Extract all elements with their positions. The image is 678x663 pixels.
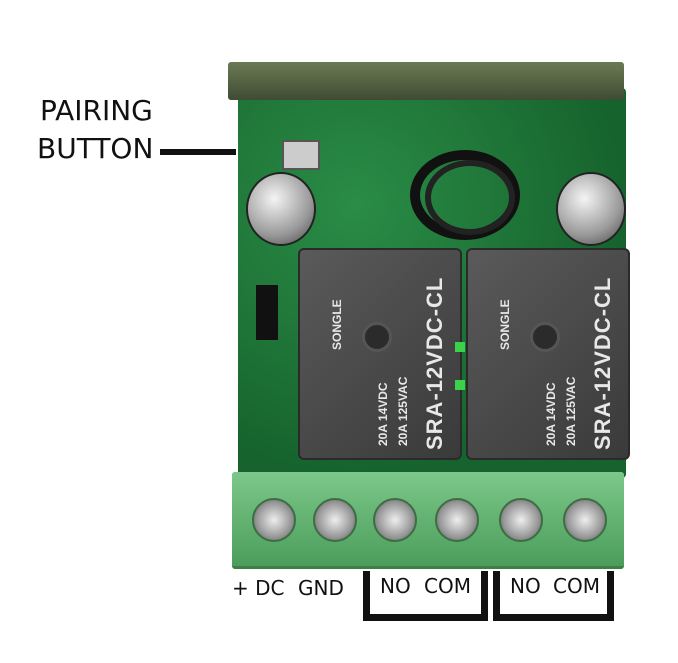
antenna-coil-inner xyxy=(425,160,515,235)
terminal-screw xyxy=(252,498,296,542)
label-no-1: NO xyxy=(380,574,411,598)
terminal-screw xyxy=(373,498,417,542)
terminal-screw xyxy=(435,498,479,542)
relay-1: SRA-12VDC-CL 20A 14VDC 20A 125VAC SONGLE xyxy=(300,250,460,458)
callout-line xyxy=(160,149,236,155)
terminal-screw xyxy=(499,498,543,542)
relay-screw-hole xyxy=(362,322,392,352)
relay-rating: 20A 14VDC xyxy=(376,382,390,446)
label-com-1: COM xyxy=(424,574,471,598)
relay-2: SRA-12VDC-CL 20A 14VDC 20A 125VAC SONGLE xyxy=(468,250,628,458)
label-com-2: COM xyxy=(553,574,600,598)
relay-brand: SONGLE xyxy=(330,299,344,350)
capacitor-left xyxy=(246,172,316,246)
connector-black xyxy=(256,285,278,340)
label-gnd: GND xyxy=(298,576,344,600)
led-indicator xyxy=(455,342,465,352)
receiver-module xyxy=(228,62,624,100)
terminal-screw xyxy=(563,498,607,542)
led-indicator xyxy=(455,380,465,390)
terminal-screw xyxy=(313,498,357,542)
antenna-coil xyxy=(410,150,520,240)
relay-rating: 20A 14VDC xyxy=(544,382,558,446)
terminal-block xyxy=(232,472,624,569)
relay-rating: 20A 125VAC xyxy=(396,376,410,446)
callout-label-line2: BUTTON xyxy=(37,132,154,165)
label-plus-dc: + DC xyxy=(232,576,285,600)
pairing-button xyxy=(282,140,320,170)
capacitor-right xyxy=(556,172,626,246)
relay-brand: SONGLE xyxy=(498,299,512,350)
relay-rating: 20A 125VAC xyxy=(564,376,578,446)
callout-label-line1: PAIRING xyxy=(40,94,153,127)
relay-model: SRA-12VDC-CL xyxy=(590,276,615,450)
relay-screw-hole xyxy=(530,322,560,352)
relay-model: SRA-12VDC-CL xyxy=(422,276,447,450)
label-no-2: NO xyxy=(510,574,541,598)
